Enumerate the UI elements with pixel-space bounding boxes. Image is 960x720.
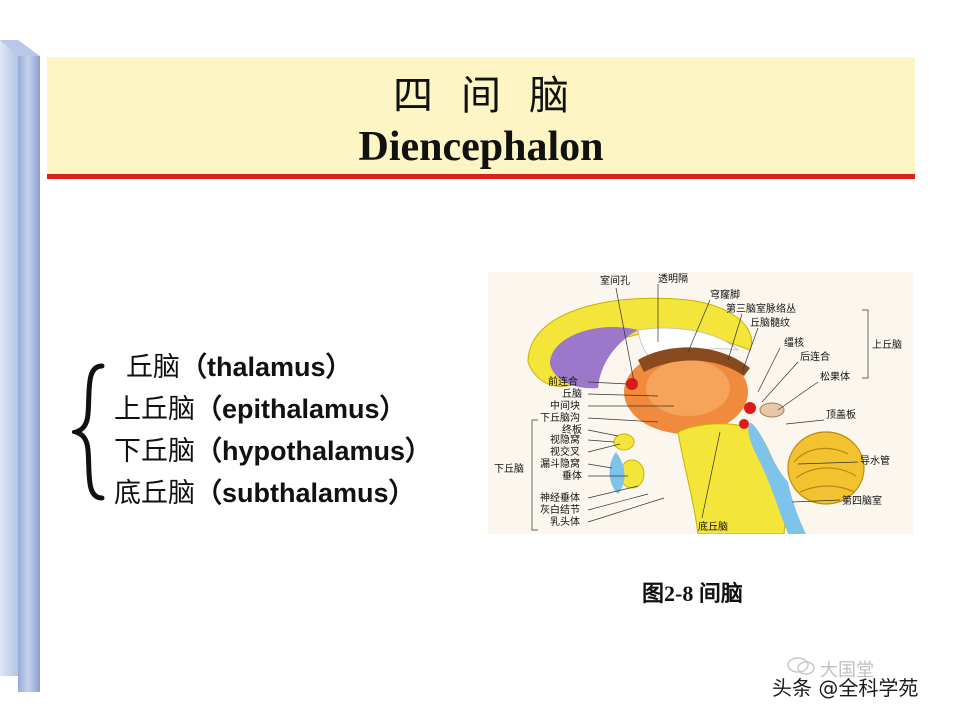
label-qionglongjiao: 穹窿脚 [710, 288, 740, 301]
title-underline [47, 174, 915, 179]
watermark-text: 头条 @全科学苑 [772, 676, 919, 700]
item-en: （subthalamus） [195, 478, 416, 508]
label-qiunao: 丘脑 [562, 387, 582, 400]
item-cn: 底丘脑 [114, 478, 195, 509]
diencephalon-illustration: 室间孔 透明隔 穹窿脚 第三脑室脉络丛 丘脑髓纹 缰核 后连合 松果体 上丘脑 … [494, 273, 902, 535]
label-rutouti: 乳头体 [550, 515, 580, 528]
list-item-hypothalamus: 下丘脑（hypothalamus） [114, 430, 432, 472]
label-shijiankong: 室间孔 [600, 274, 630, 287]
label-shiyinwo: 视隐窝 [550, 433, 580, 446]
label-xiaqiunao: 下丘脑 [494, 462, 524, 475]
item-en: （epithalamus） [195, 394, 407, 424]
label-diqiunao: 底丘脑 [698, 520, 728, 533]
label-jianghe: 缰核 [784, 336, 804, 349]
label-qianlianhe: 前连合 [548, 375, 578, 388]
label-zhongban: 终板 [562, 423, 582, 436]
label-shangqiunao: 上丘脑 [872, 338, 902, 351]
label-loudouyinwo: 漏斗隐窝 [540, 457, 580, 470]
label-chuiti: 垂体 [562, 470, 582, 482]
label-dinggaiban: 顶盖板 [826, 408, 856, 421]
label-daoshuiguan: 导水管 [860, 454, 890, 467]
diencephalon-figure: 室间孔 透明隔 穹窿脚 第三脑室脉络丛 丘脑髓纹 缰核 后连合 松果体 上丘脑 … [488, 272, 913, 535]
label-huibaijiejie: 灰白结节 [540, 503, 580, 516]
label-zhongjiankuai: 中间块 [550, 399, 580, 412]
label-xiaqiunaogou: 下丘脑沟 [540, 411, 580, 424]
label-houlianhe: 后连合 [800, 350, 830, 363]
title-chinese: 四间脑 [393, 73, 597, 119]
label-disinaoshi: 第四脑室 [842, 494, 882, 507]
item-cn: 丘脑 [126, 352, 180, 383]
title-english: Diencephalon [358, 124, 604, 170]
label-songguoti: 松果体 [820, 370, 850, 383]
label-disannao: 第三脑室脉络丛 [726, 302, 796, 315]
item-cn: 下丘脑 [114, 436, 195, 467]
title-banner: 四间脑 Diencephalon [47, 57, 915, 175]
list-item-subthalamus: 底丘脑（subthalamus） [114, 472, 432, 514]
item-cn: 上丘脑 [114, 394, 195, 425]
figure-caption: 图2-8 间脑 [642, 581, 743, 606]
item-en: （thalamus） [180, 352, 353, 382]
subdivision-list: 丘脑（thalamus） 上丘脑（epithalamus） 下丘脑（hypoth… [114, 346, 432, 514]
list-item-thalamus: 丘脑（thalamus） [114, 346, 432, 388]
item-en: （hypothalamus） [195, 436, 433, 466]
label-toumingge: 透明隔 [658, 273, 688, 285]
side-decoration-bar [0, 40, 44, 692]
chat-bubble-icon [787, 657, 815, 675]
list-item-epithalamus: 上丘脑（epithalamus） [114, 388, 432, 430]
watermark-faint: 大国堂 [820, 660, 874, 681]
curly-brace-icon [72, 363, 105, 501]
label-shijiaocha: 视交叉 [550, 445, 580, 458]
label-shenjingchuiti: 神经垂体 [540, 491, 580, 504]
label-qiunaosuiwen: 丘脑髓纹 [750, 316, 790, 329]
